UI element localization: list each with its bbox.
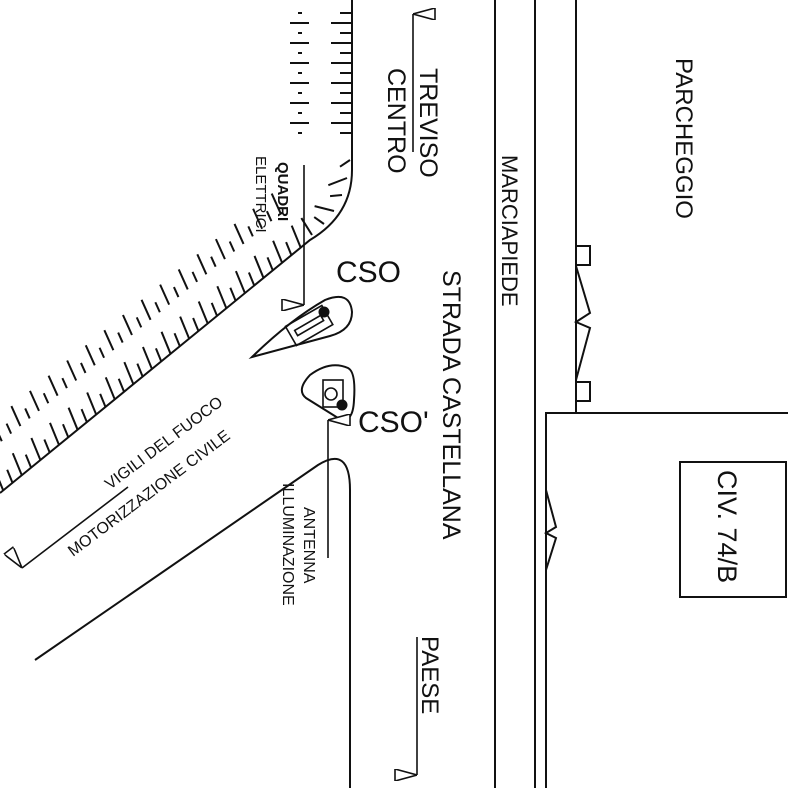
label-centro: CENTRO	[382, 68, 410, 174]
hatch-tick	[253, 255, 265, 279]
hatch-tick	[177, 269, 189, 290]
hatch-tick	[159, 284, 171, 306]
hatch-tick	[140, 299, 152, 321]
hatch-tick	[103, 329, 115, 351]
hatch-tick	[24, 454, 33, 469]
hatch-tick	[266, 256, 274, 271]
gate-symbol-building	[543, 489, 558, 571]
hatch-tick	[329, 194, 343, 198]
hatch-tick	[136, 363, 144, 377]
cso-prime-cabinet-outline	[300, 364, 356, 421]
hatch-tick	[42, 392, 50, 404]
vigili-arrow	[22, 486, 129, 568]
hatch-tick	[197, 301, 209, 324]
hatch-tick	[339, 159, 351, 168]
hatch-tick	[160, 331, 172, 355]
gate-post-top	[575, 245, 591, 266]
hatch-tick	[6, 469, 14, 484]
hatch-tick	[216, 285, 228, 309]
label-paese: PAESE	[416, 636, 443, 714]
hatch-tick	[117, 332, 124, 343]
gate-post-bottom	[575, 381, 591, 402]
hatch-tick	[80, 408, 88, 423]
embankment-hatching	[0, 12, 352, 491]
hatch-tick	[210, 256, 217, 268]
label-treviso: TREVISO	[414, 68, 442, 178]
hatch-tick	[155, 348, 163, 362]
hatch-tick	[179, 316, 191, 340]
hatch-tick	[196, 253, 208, 275]
hatch-tick	[285, 241, 293, 256]
hatch-tick	[327, 177, 348, 187]
hatch-tick	[24, 408, 31, 419]
hatch-tick	[173, 286, 180, 298]
hatch-tick	[86, 392, 98, 415]
upper-curb-line	[0, 0, 353, 494]
label-elettrici: ELETTRICI	[252, 156, 269, 233]
civic-number-box	[679, 461, 787, 598]
hatch-tick	[313, 216, 325, 225]
gate-symbol-parking	[573, 265, 592, 381]
hatch-tick	[10, 405, 22, 427]
hatch-tick	[252, 208, 264, 230]
cso-pole-dot	[318, 306, 330, 318]
hatch-tick	[228, 241, 236, 252]
hatch-tick	[99, 393, 107, 408]
cso-prime-box	[322, 379, 344, 408]
hatch-tick	[191, 271, 198, 283]
hatch-tick	[229, 287, 237, 302]
label-quadri: QUADRI	[274, 162, 291, 221]
hatch-tick	[270, 193, 282, 214]
hatch-tick	[192, 317, 200, 332]
cso-prime-ring	[324, 387, 338, 401]
hatch-tick	[66, 360, 78, 381]
hatch-tick	[154, 301, 161, 313]
hatch-tick	[210, 302, 218, 317]
hatch-tick	[265, 210, 273, 222]
building-outline	[545, 412, 788, 788]
hatch-tick	[29, 390, 40, 412]
label-civico: CIV. 74/B	[712, 470, 742, 583]
hatch-tick	[135, 316, 143, 328]
hatch-tick	[314, 205, 335, 212]
hatch-tick	[67, 407, 79, 431]
hatch-tick	[98, 347, 105, 359]
hatch-tick	[61, 377, 68, 389]
hatch-tick	[123, 361, 135, 385]
hatch-tick	[290, 225, 302, 248]
label-strada-castellana: STRADA CASTELLANA	[437, 270, 465, 540]
hatch-tick	[272, 240, 284, 264]
hatch-tick	[0, 434, 3, 442]
hatch-tick	[49, 422, 60, 446]
hatch-tick	[84, 344, 96, 366]
lower-curb-line	[34, 457, 351, 788]
hatch-tick	[5, 423, 13, 435]
label-antenna: ANTENNA	[300, 507, 317, 584]
cso-prime-pole-dot	[336, 399, 348, 411]
hatch-tick	[11, 452, 23, 476]
hatch-tick	[300, 217, 313, 236]
hatch-tick	[234, 270, 246, 294]
hatch-tick	[173, 332, 181, 347]
hatch-tick	[104, 376, 116, 400]
hatch-tick	[47, 375, 59, 397]
hatch-tick	[142, 346, 153, 370]
hatch-tick	[30, 437, 42, 461]
hatch-tick	[215, 238, 226, 260]
hatch-tick	[233, 223, 245, 245]
label-illuminazione: ILLUMINAZIONE	[279, 483, 296, 606]
hatch-tick	[122, 314, 133, 336]
hatch-tick	[0, 479, 5, 491]
hatch-tick	[43, 439, 51, 453]
label-cso-prime: CSO'	[358, 406, 429, 439]
hatch-tick	[80, 362, 87, 374]
hatch-tick	[62, 423, 70, 438]
label-cso: CSO	[336, 256, 401, 289]
hatch-tick	[247, 225, 254, 237]
label-parcheggio: PARCHEGGIO	[670, 58, 697, 219]
hatch-tick	[247, 272, 256, 286]
label-marciapiede: MARCIAPIEDE	[497, 155, 522, 307]
hatch-tick	[117, 378, 125, 393]
